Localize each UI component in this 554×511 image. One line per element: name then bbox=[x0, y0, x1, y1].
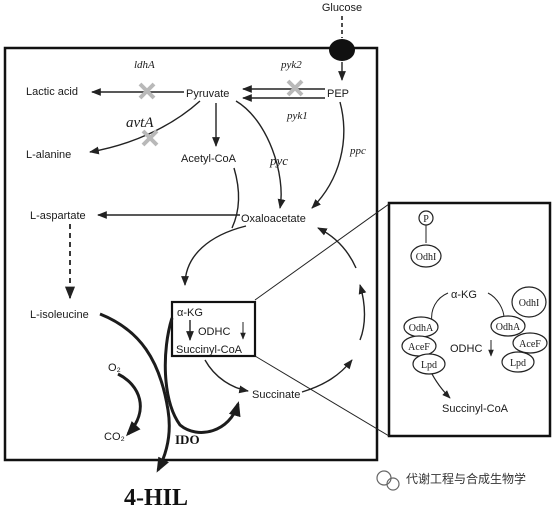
tca-to-akg-arrow bbox=[181, 225, 247, 286]
lpd-right-oval bbox=[501, 351, 535, 373]
ppc-arrow bbox=[311, 101, 345, 209]
ppc-label: ppc bbox=[349, 145, 366, 157]
tca-return-2 bbox=[358, 284, 367, 341]
ldha-label: ldhA bbox=[134, 59, 155, 71]
acef-right-oval bbox=[512, 332, 548, 354]
avta-knockout-cross-icon bbox=[141, 129, 159, 147]
odha-left-label: OdhA bbox=[409, 323, 434, 334]
product-4hil-label: 4-HIL bbox=[124, 485, 188, 511]
l-alanine-label: L-alanine bbox=[26, 149, 71, 161]
odhi-top-oval bbox=[410, 244, 442, 268]
succinate-label: Succinate bbox=[252, 389, 300, 401]
panel-akg-left-line bbox=[431, 292, 449, 323]
lpd-left-label: Lpd bbox=[421, 360, 437, 371]
pyc-label: pyc bbox=[269, 153, 288, 168]
pep-label: PEP bbox=[327, 88, 349, 100]
acef-right-label: AceF bbox=[519, 339, 541, 350]
zoom-line-top bbox=[254, 203, 390, 301]
ldha-knockout-cross-icon bbox=[138, 82, 156, 100]
akg-label: α-KG bbox=[177, 307, 203, 319]
pyc-arrow bbox=[235, 100, 286, 209]
isoleucine-to-4hil-arrow bbox=[99, 312, 171, 473]
zoom-line-bottom bbox=[254, 355, 390, 437]
akg-odhc-box bbox=[170, 300, 257, 358]
pyk2-label: pyk2 bbox=[280, 59, 302, 71]
l-isoleucine-label: L-isoleucine bbox=[30, 309, 89, 321]
panel-odhc-label: ODHC bbox=[450, 343, 482, 355]
lpd-left-oval bbox=[412, 353, 446, 375]
o2-label: O₂ bbox=[108, 362, 121, 374]
tca-return-1 bbox=[301, 359, 353, 393]
phosphate-label: P bbox=[423, 214, 429, 225]
cell-membrane bbox=[3, 46, 379, 462]
wechat-logo-icon bbox=[376, 470, 400, 491]
panel-akg-right-line bbox=[487, 292, 505, 319]
acetylcoa-to-tca-line bbox=[231, 167, 240, 229]
lpd-right-label: Lpd bbox=[510, 358, 526, 369]
odhi-right-label: OdhI bbox=[519, 298, 540, 309]
tca-return-3 bbox=[317, 227, 357, 269]
co2-label: CO₂ bbox=[104, 431, 125, 443]
odhc-label: ODHC bbox=[198, 326, 230, 338]
avta-label: avtA bbox=[126, 115, 154, 131]
succinylcoa-to-succinate-arrow bbox=[204, 359, 249, 394]
akg-to-succinate-ido-arrow bbox=[163, 317, 241, 434]
lactic-acid-label: Lactic acid bbox=[26, 86, 78, 98]
pyk1-label: pyk1 bbox=[286, 110, 308, 122]
watermark-text: 代谢工程与合成生物学 bbox=[406, 471, 526, 486]
panel-to-succinylcoa-arrow bbox=[431, 373, 451, 399]
detail-panel-frame bbox=[387, 201, 552, 438]
panel-succinyl-coa-label: Succinyl-CoA bbox=[442, 403, 509, 415]
odha-right-label: OdhA bbox=[496, 322, 521, 333]
ido-label: IDO bbox=[175, 432, 200, 447]
odha-right-oval bbox=[490, 315, 526, 337]
succinyl-coa-label: Succinyl-CoA bbox=[176, 344, 243, 356]
glucose-transporter bbox=[329, 39, 355, 61]
glucose-label: Glucose bbox=[322, 2, 362, 14]
panel-akg-label: α-KG bbox=[451, 289, 477, 301]
pyruvate-label: Pyruvate bbox=[186, 88, 229, 100]
l-aspartate-label: L-aspartate bbox=[30, 210, 86, 222]
odhi-right-oval bbox=[511, 286, 547, 318]
odhi-top-label: OdhI bbox=[416, 252, 437, 263]
acef-left-label: AceF bbox=[408, 342, 430, 353]
acetyl-coa-label: Acetyl-CoA bbox=[181, 153, 237, 165]
oxaloacetate-label: Oxaloacetate bbox=[241, 213, 306, 225]
pyk2-knockout-cross-icon bbox=[286, 79, 304, 97]
o2-to-co2-arrow bbox=[117, 372, 142, 437]
